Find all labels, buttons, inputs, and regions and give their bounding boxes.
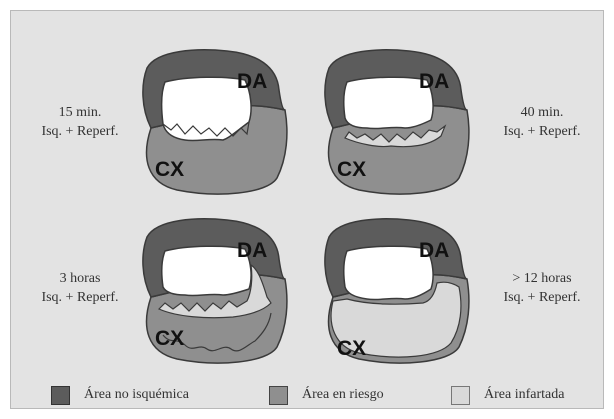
legend-label: Área en riesgo <box>302 387 384 403</box>
legend-swatch <box>451 386 470 405</box>
caption-protocol: Isq. + Reperf. <box>477 122 607 141</box>
legend-item-at-risk: Área en riesgo <box>269 385 384 405</box>
caption-protocol: Isq. + Reperf. <box>15 122 145 141</box>
legend-swatch <box>51 386 70 405</box>
heart-sections-diagram: DA CX DA CX DA CX DA <box>11 11 605 410</box>
section-3-horas: DA CX <box>143 219 287 363</box>
caption-protocol: Isq. + Reperf. <box>477 288 607 307</box>
label-cx: CX <box>155 327 184 350</box>
label-cx: CX <box>155 158 184 181</box>
label-da: DA <box>237 70 267 93</box>
legend-item-non-ischemic: Área no isquémica <box>51 385 189 405</box>
legend-swatch <box>269 386 288 405</box>
label-cx: CX <box>337 158 366 181</box>
caption-time: 40 min. <box>477 103 607 122</box>
caption-40-min: 40 min. Isq. + Reperf. <box>477 103 607 141</box>
caption-protocol: Isq. + Reperf. <box>15 288 145 307</box>
legend-item-infarcted: Área infartada <box>451 385 564 405</box>
caption-time: 3 horas <box>15 269 145 288</box>
caption-time: > 12 horas <box>477 269 607 288</box>
caption-3-horas: 3 horas Isq. + Reperf. <box>15 269 145 307</box>
caption-12-horas: > 12 horas Isq. + Reperf. <box>477 269 607 307</box>
label-da: DA <box>237 239 267 262</box>
label-da: DA <box>419 239 449 262</box>
section-40-min: DA CX <box>325 50 469 194</box>
legend-label: Área no isquémica <box>84 387 189 403</box>
section-12-horas: DA CX <box>325 219 469 363</box>
caption-15-min: 15 min. Isq. + Reperf. <box>15 103 145 141</box>
label-cx: CX <box>337 337 366 360</box>
section-15-min: DA CX <box>143 50 287 194</box>
legend-label: Área infartada <box>484 387 564 403</box>
figure-panel: DA CX DA CX DA CX DA <box>10 10 604 409</box>
label-da: DA <box>419 70 449 93</box>
caption-time: 15 min. <box>15 103 145 122</box>
